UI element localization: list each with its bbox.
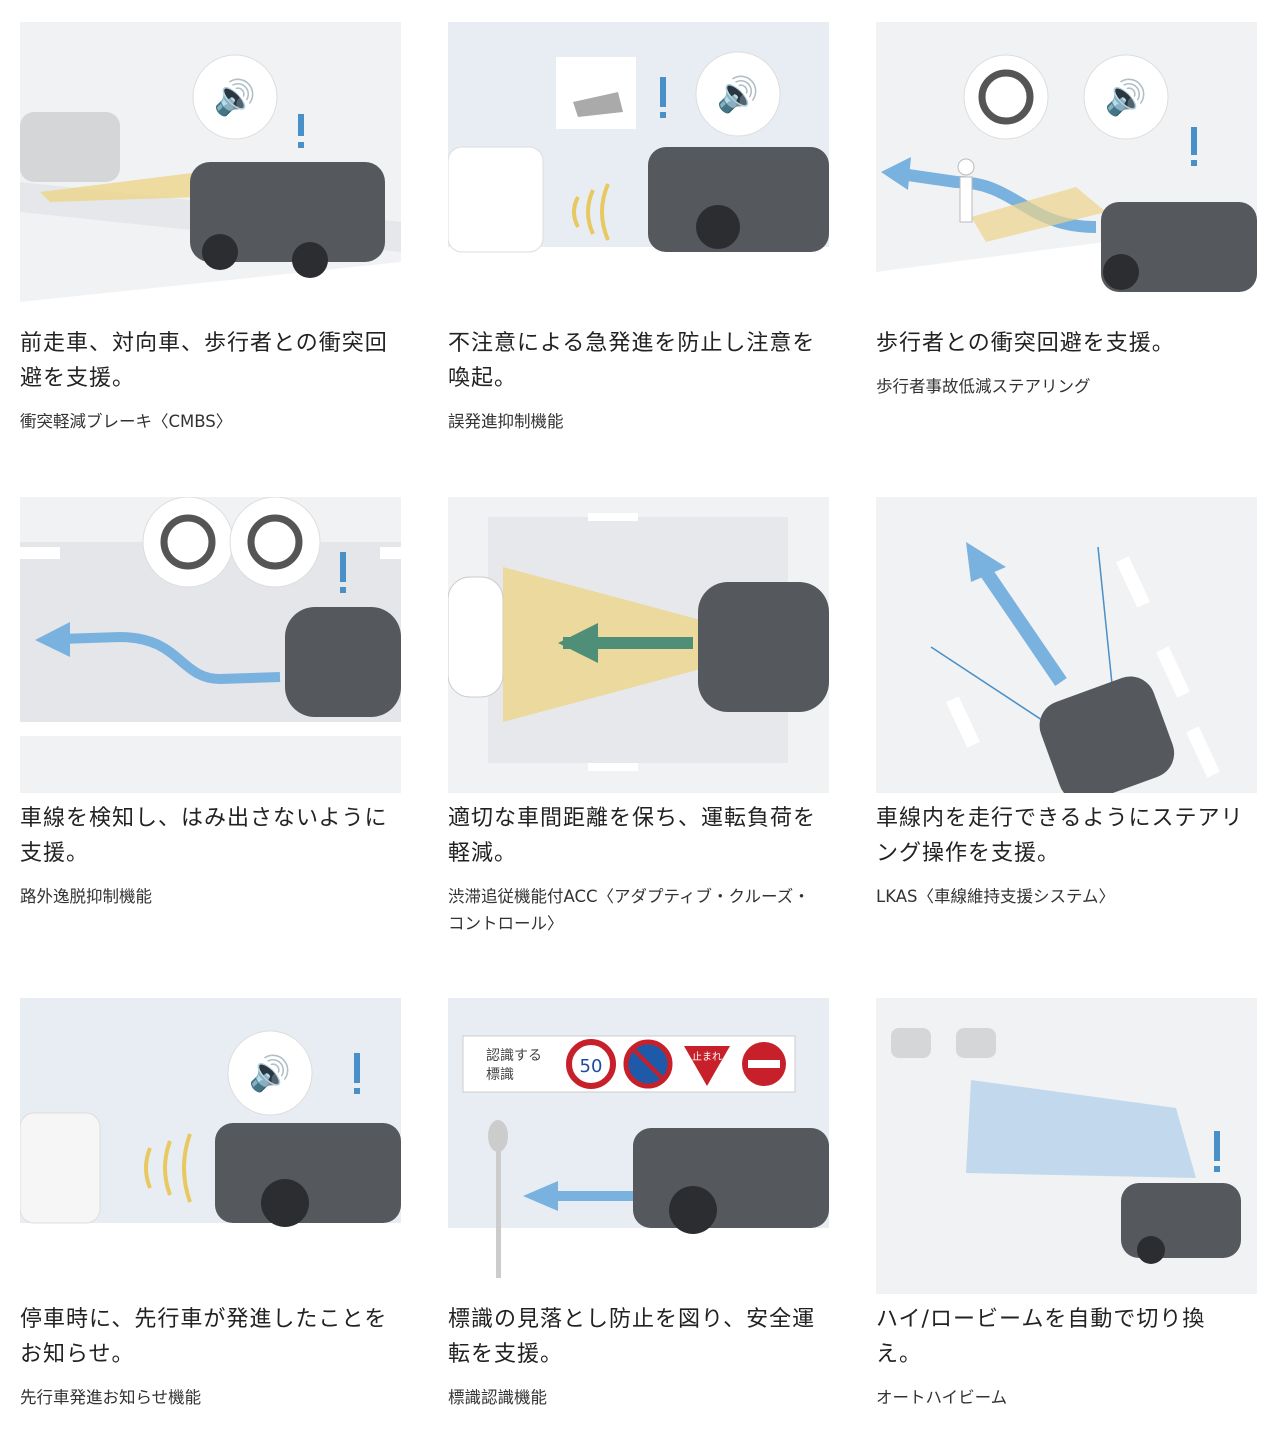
feature-card-pedestrian: 🔊 歩行者との衝突回避を支援。 歩行者事故低減ステアリング — [876, 22, 1257, 400]
svg-text:50: 50 — [580, 1056, 603, 1077]
illustration-acc — [448, 497, 829, 793]
exclamation-icon — [1214, 1131, 1220, 1161]
illustration-auto-highbeam — [876, 998, 1257, 1294]
svg-text:🔊: 🔊 — [1105, 77, 1147, 118]
svg-text:🔊: 🔊 — [249, 1053, 291, 1094]
card-heading: ハイ/ロービームを自動で切り換え。 — [876, 1307, 1206, 1367]
illustration-pedestrian: 🔊 — [876, 22, 1257, 318]
card-heading: 車線を検知し、はみ出さないように支援。 — [20, 806, 388, 866]
exclamation-icon — [1191, 127, 1197, 155]
speed-limit-sign-icon — [566, 1039, 616, 1089]
arrow-left-icon — [558, 623, 598, 663]
front-car-icon — [448, 576, 504, 698]
steering-wheel-icon — [142, 497, 234, 588]
svg-text:🔊: 🔊 — [214, 77, 256, 118]
exclamation-icon — [354, 1053, 360, 1083]
vibrating-steering-wheel-icon — [229, 497, 321, 588]
arrow-shaft — [548, 1191, 638, 1201]
sound-bubble-icon — [695, 51, 781, 137]
sign-pole — [496, 1128, 501, 1278]
card-feature-name: オートハイビーム — [876, 1388, 1008, 1407]
feature-card-cmbs: 🔊 前走車、対向車、歩行者との衝突回避を支援。 衝突軽減ブレーキ〈CMBS〉 — [20, 22, 401, 435]
sound-bubble-icon — [227, 1030, 313, 1116]
feature-card-acc: 適切な車間距離を保ち、運転負荷を軽減。 渋滞追従機能付ACC〈アダプティブ・クル… — [448, 497, 829, 937]
pedal-icon — [556, 57, 636, 129]
card-heading: 歩行者との衝突回避を支援。 — [876, 331, 1175, 356]
car-icon — [1101, 202, 1257, 292]
sound-bubble-icon — [1083, 54, 1169, 140]
arrow-left-icon — [881, 157, 911, 190]
arrow-left-icon — [523, 1181, 558, 1211]
feature-card-misstart: 🔊 不注意による急発進を防止し注意を喚起。 誤発進抑制機能 — [448, 22, 829, 435]
arrow-left-icon — [35, 622, 70, 657]
car-icon — [215, 1123, 401, 1223]
illustration-misstart: 🔊 — [448, 22, 829, 318]
illustration-lkas — [876, 497, 1257, 793]
card-heading: 適切な車間距離を保ち、運転負荷を軽減。 — [448, 806, 817, 866]
illustration-departure-notice: 🔊 — [20, 998, 401, 1294]
svg-text:🔊: 🔊 — [717, 74, 759, 115]
illustration-cmbs: 🔊 — [20, 22, 401, 318]
feature-card-rdm: 車線を検知し、はみ出さないように支援。 路外逸脱抑制機能 — [20, 497, 401, 910]
car-icon — [1039, 676, 1175, 793]
card-feature-name: 路外逸脱抑制機能 — [20, 887, 152, 906]
lane-path-icon — [59, 631, 281, 685]
car-icon — [698, 582, 829, 712]
sensor-wave-icon — [40, 172, 200, 202]
card-heading: 車線内を走行できるようにステアリング操作を支援。 — [876, 806, 1244, 866]
svg-text:止まれ: 止まれ — [692, 1051, 722, 1063]
card-heading: 停車時に、先行車が発進したことをお知らせ。 — [20, 1307, 388, 1367]
card-heading: 前走車、対向車、歩行者との衝突回避を支援。 — [20, 331, 388, 391]
car-icon — [190, 162, 385, 262]
steering-arrow-icon — [980, 568, 1067, 686]
lead-car-icon — [20, 1112, 101, 1224]
card-feature-name: 衝突軽減ブレーキ〈CMBS〉 — [20, 412, 233, 431]
card-feature-name: 誤発進抑制機能 — [448, 412, 564, 431]
sensor-wave-icon — [572, 183, 610, 241]
card-feature-name: 歩行者事故低減ステアリング — [876, 377, 1091, 396]
sign-caption-line1: 認識する — [486, 1048, 542, 1064]
feature-card-lkas: 車線内を走行できるようにステアリング操作を支援。 LKAS〈車線維持支援システム… — [876, 497, 1257, 910]
feature-card-traffic-sign: 認識する 標識 50 止まれ 標識の見落とし防止を図り、安全運転を支援。 標識認… — [448, 998, 829, 1411]
oncoming-car-icon — [891, 1028, 931, 1058]
illustration-traffic-sign: 認識する 標識 50 止まれ — [448, 998, 829, 1294]
card-feature-name: 渋滞追従機能付ACC〈アダプティブ・クルーズ・コントロール〉 — [448, 887, 810, 933]
sound-bubble-icon — [192, 54, 278, 140]
car-icon — [633, 1128, 829, 1228]
card-feature-name: LKAS〈車線維持支援システム〉 — [876, 887, 1115, 906]
oncoming-car-icon — [956, 1028, 996, 1058]
card-feature-name: 標識認識機能 — [448, 1388, 547, 1407]
stop-sign-icon — [684, 1046, 730, 1086]
illustration-rdm — [20, 497, 401, 793]
sign-caption-line2: 標識 — [486, 1067, 514, 1083]
headlight-beam-icon — [966, 1080, 1196, 1178]
feature-card-auto-highbeam: ハイ/ロービームを自動で切り換え。 オートハイビーム — [876, 998, 1257, 1411]
card-heading: 標識の見落とし防止を図り、安全運転を支援。 — [448, 1307, 816, 1367]
sensor-wave-icon — [144, 1133, 192, 1203]
front-car-icon — [448, 146, 544, 253]
card-heading: 不注意による急発進を防止し注意を喚起。 — [448, 331, 816, 391]
car-icon — [285, 607, 401, 717]
lead-car-icon — [20, 112, 120, 182]
pedestrian-icon — [957, 158, 975, 176]
exclamation-icon — [660, 77, 666, 107]
steering-wheel-icon — [963, 54, 1049, 140]
car-icon — [648, 147, 829, 252]
sensor-wave-icon — [971, 187, 1106, 242]
card-feature-name: 先行車発進お知らせ機能 — [20, 1388, 202, 1407]
arrow-up-icon — [966, 542, 1006, 582]
exclamation-icon — [340, 552, 346, 582]
feature-card-departure-notice: 🔊 停車時に、先行車が発進したことをお知らせ。 先行車発進お知らせ機能 — [20, 998, 401, 1411]
exclamation-icon — [298, 114, 304, 136]
